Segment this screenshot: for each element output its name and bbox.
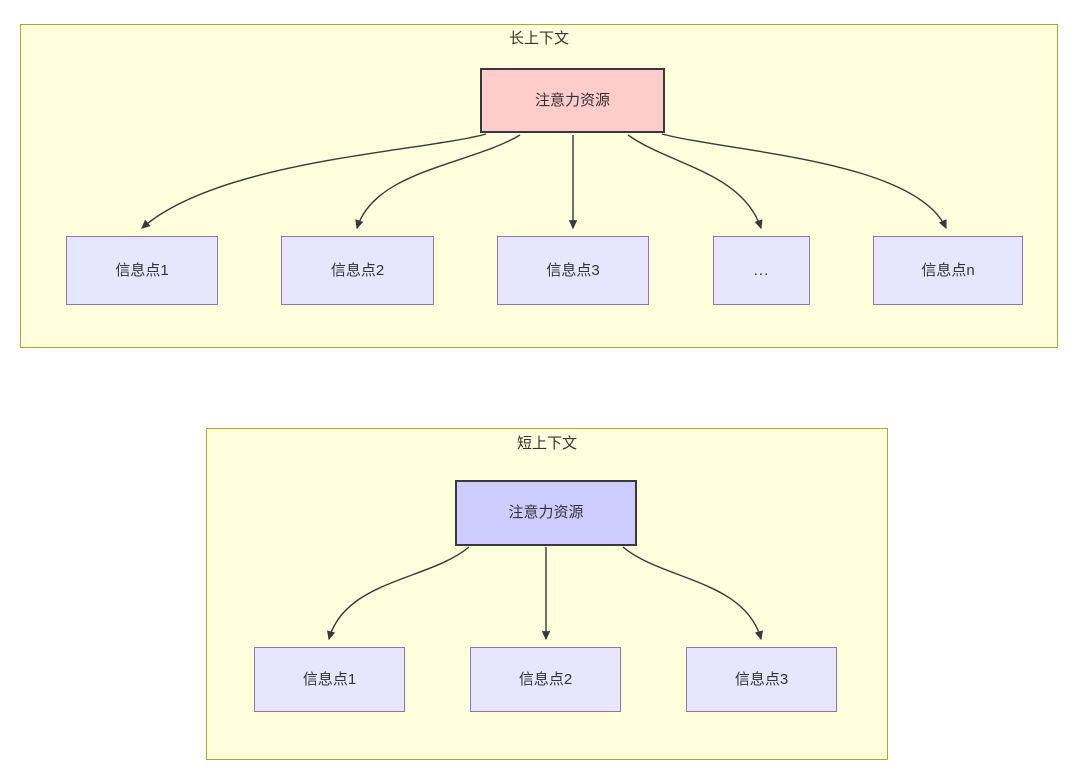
node-info-point-2-long[interactable]: 信息点2 bbox=[281, 236, 434, 305]
node-info-point-ellipsis-long[interactable]: ... bbox=[713, 236, 810, 305]
node-attention-resource-short[interactable]: 注意力资源 bbox=[455, 480, 637, 546]
node-info-point-1-long[interactable]: 信息点1 bbox=[66, 236, 218, 305]
node-info-point-3-long[interactable]: 信息点3 bbox=[497, 236, 649, 305]
node-info-point-1-short[interactable]: 信息点1 bbox=[254, 647, 405, 712]
group-long-context-title: 长上下文 bbox=[508, 30, 569, 47]
node-info-point-2-short[interactable]: 信息点2 bbox=[470, 647, 621, 712]
group-short-context-title: 短上下文 bbox=[516, 435, 577, 452]
node-info-point-n-long[interactable]: 信息点n bbox=[873, 236, 1023, 305]
node-attention-resource-long[interactable]: 注意力资源 bbox=[480, 68, 665, 133]
node-info-point-3-short[interactable]: 信息点3 bbox=[686, 647, 837, 712]
